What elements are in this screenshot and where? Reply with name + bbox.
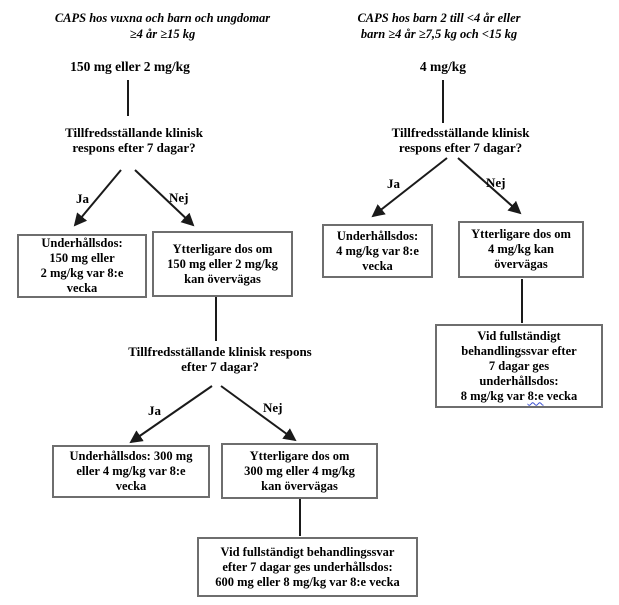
- box-full-response-8mgkg: Vid fullständigt behandlingssvar efter 7…: [435, 324, 603, 408]
- box-text-fragment: vecka: [543, 388, 578, 403]
- right-question-1-line1: Tillfredsställande klinisk: [391, 125, 530, 140]
- right-question-1-line2: respons efter 7 dagar?: [398, 140, 523, 155]
- box-text-line: 150 mg eller 2 mg/kg: [167, 256, 278, 271]
- box-text-line: vecka: [362, 258, 393, 273]
- arrow-left-q1-nej: [134, 169, 195, 227]
- box-text-line: eller 4 mg/kg var 8:e: [76, 464, 186, 478]
- box-additional-4mgkg: Ytterligare dos om 4 mg/kg kan övervägas: [458, 221, 584, 278]
- left-branch1-ja-label: Ja: [76, 191, 89, 206]
- box-text-line: 4 mg/kg var 8:e: [336, 243, 419, 258]
- left-question-1: Tillfredsställande klinisk respons efter…: [27, 125, 241, 155]
- box-text-fragment: 8 mg/kg var: [460, 388, 528, 403]
- box-text-line: underhållsdos:: [479, 373, 559, 388]
- box-text-line: Vid fullständigt: [477, 328, 561, 343]
- box-text-line: 600 mg eller 8 mg/kg var 8:e vecka: [215, 574, 400, 589]
- box-text-line: Vid fullständigt behandlingssvar: [220, 544, 395, 559]
- box-text-line: 2 mg/kg var 8:e: [40, 266, 124, 280]
- box-text-line: behandlingssvar efter: [461, 343, 577, 358]
- box-text-line: efter 7 dagar ges underhållsdos:: [222, 559, 393, 574]
- box-text-line: Underhållsdos:: [41, 236, 123, 250]
- left-start-dose: 150 mg eller 2 mg/kg: [70, 59, 190, 74]
- left-tree-title: CAPS hos vuxna och barn och ungdomar ≥4 …: [20, 10, 305, 42]
- arrow-right-q1-nej: [457, 157, 522, 215]
- left-question-2-line2: efter 7 dagar?: [181, 359, 259, 374]
- left-branch2-ja-label: Ja: [148, 403, 161, 418]
- left-question-2-line1: Tillfredsställande klinisk respons: [128, 344, 312, 359]
- box-text-line: 7 dagar ges: [488, 358, 550, 373]
- left-question-1-line1: Tillfredsställande klinisk: [65, 125, 203, 140]
- arrow-left-q2-ja: [129, 385, 213, 444]
- right-start-dose: 4 mg/kg: [419, 59, 467, 74]
- box-text-line: vecka: [115, 479, 147, 493]
- right-tree-title: CAPS hos barn 2 till <4 år eller barn ≥4…: [330, 10, 548, 42]
- box-maintenance-150: Underhållsdos: 150 mg eller 2 mg/kg var …: [17, 234, 147, 298]
- arrow-left-q1-ja: [73, 169, 122, 227]
- right-question-1: Tillfredsställande klinisk respons efter…: [353, 125, 568, 155]
- left-branch2-nej-label: Nej: [263, 400, 283, 415]
- right-tree-title-line2: barn ≥4 år ≥7,5 kg och <15 kg: [360, 27, 518, 41]
- box-text-line: vecka: [66, 281, 98, 295]
- box-text-line: Ytterligare dos om: [172, 241, 273, 256]
- box-text-line: Ytterligare dos om: [471, 227, 571, 241]
- arrow-left-q2-nej: [220, 385, 297, 442]
- box-text-line: Ytterligare dos om: [249, 448, 350, 463]
- box-text-line: 4 mg/kg kan: [488, 242, 554, 256]
- right-branch1-nej-label: Nej: [486, 175, 506, 190]
- box-text-line: kan övervägas: [261, 478, 338, 493]
- spellcheck-squiggle: 8:e: [527, 388, 544, 403]
- arrow-right-q1-ja: [371, 157, 448, 218]
- box-text-line: Underhållsdos: 300 mg: [69, 449, 193, 463]
- left-tree-title-line1: CAPS hos vuxna och barn och ungdomar: [54, 11, 271, 25]
- box-additional-150: Ytterligare dos om 150 mg eller 2 mg/kg …: [152, 231, 293, 297]
- left-tree-title-line2: ≥4 år ≥15 kg: [129, 27, 196, 41]
- box-text-line: övervägas: [494, 257, 548, 271]
- box-full-response-600: Vid fullständigt behandlingssvar efter 7…: [197, 537, 418, 597]
- left-question-2: Tillfredsställande klinisk respons efter…: [100, 344, 340, 374]
- box-text-line: 150 mg eller: [49, 251, 115, 265]
- right-tree-title-line1: CAPS hos barn 2 till <4 år eller: [357, 11, 521, 25]
- box-maintenance-4mgkg: Underhållsdos: 4 mg/kg var 8:e vecka: [322, 224, 433, 278]
- box-additional-300: Ytterligare dos om 300 mg eller 4 mg/kg …: [221, 443, 378, 499]
- box-text-line: Underhållsdos:: [336, 228, 419, 243]
- box-text-line: kan övervägas: [184, 271, 261, 286]
- right-branch1-ja-label: Ja: [387, 176, 400, 191]
- box-text-line: 300 mg eller 4 mg/kg: [244, 463, 355, 478]
- left-question-1-line2: respons efter 7 dagar?: [72, 140, 196, 155]
- box-maintenance-300: Underhållsdos: 300 mg eller 4 mg/kg var …: [52, 445, 210, 498]
- box-text-line: 8 mg/kg var 8:e vecka: [461, 389, 577, 404]
- left-branch1-nej-label: Nej: [169, 190, 189, 205]
